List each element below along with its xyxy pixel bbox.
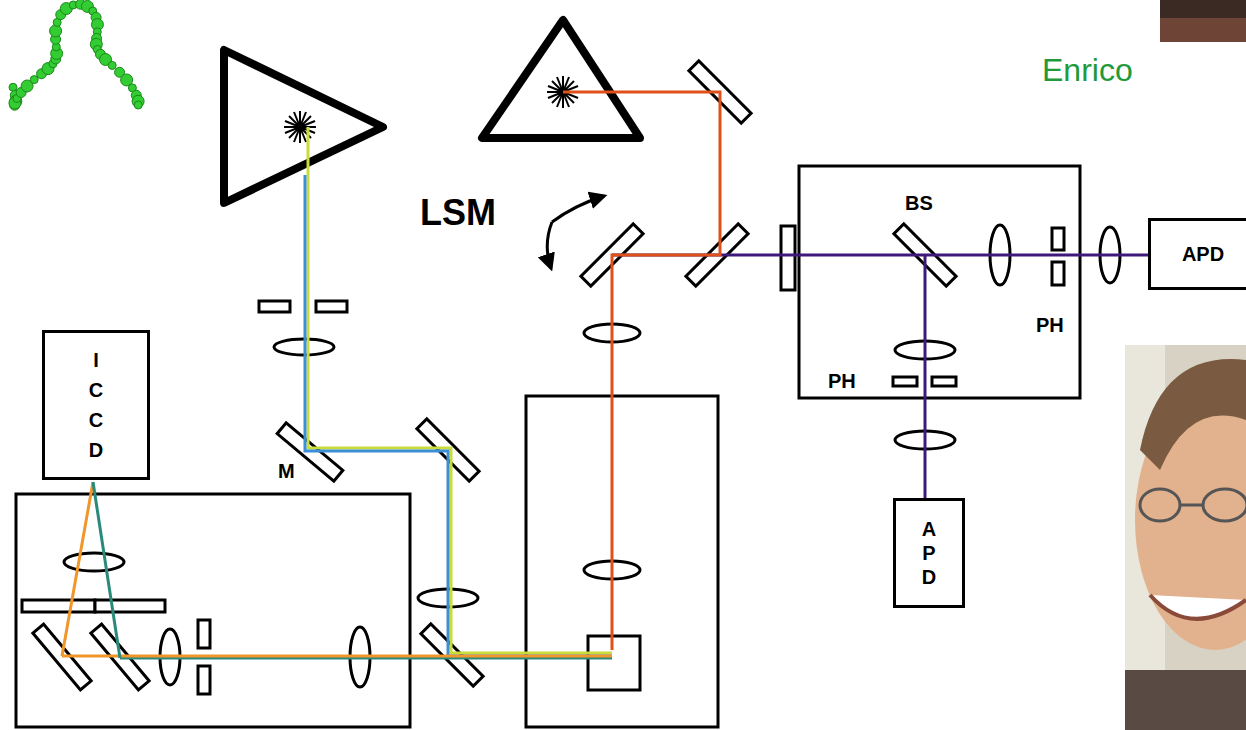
- laser-starburst: [294, 112, 306, 142]
- laser-beam: [924, 255, 927, 498]
- scan-arrow: [547, 196, 604, 268]
- laser-beam: [308, 127, 612, 653]
- laser-starburst: [294, 112, 306, 142]
- lens: [64, 225, 1120, 687]
- mirror: [33, 61, 956, 690]
- photo: [1160, 0, 1246, 42]
- laser-symbol: [482, 20, 640, 138]
- part-label: PH: [1036, 314, 1064, 337]
- pinhole: [1052, 262, 1064, 285]
- part-label: LSM: [420, 192, 496, 234]
- laser-starburst: [285, 121, 315, 133]
- filter: [95, 600, 165, 612]
- housing-box: [781, 226, 795, 290]
- helix-bead: [108, 61, 116, 69]
- scan-arrow: [552, 196, 604, 222]
- laser-starburst: [285, 121, 315, 133]
- photo: [1150, 595, 1246, 619]
- lens: [64, 553, 124, 571]
- part-label: PH: [828, 370, 856, 393]
- pinhole: [316, 301, 347, 312]
- part-label: BS: [905, 192, 933, 215]
- filter: [22, 600, 165, 612]
- pinhole: [198, 228, 1064, 694]
- laser-beam: [563, 92, 720, 650]
- helix-bead: [50, 25, 62, 37]
- camera-box: I C C D: [42, 330, 150, 480]
- photo: [1180, 504, 1203, 507]
- laser-starburst: [296, 123, 304, 131]
- photo: [1160, 0, 1246, 18]
- pinhole: [1052, 228, 1064, 250]
- laser-starburst: [284, 111, 316, 143]
- part-label: M: [278, 460, 295, 483]
- housing-box: [799, 166, 1080, 398]
- filter: [22, 600, 95, 612]
- node-text: APD: [1182, 242, 1224, 266]
- photo: [1125, 0, 1246, 730]
- person-name: Enrico: [1042, 52, 1133, 89]
- node-text: I C C D: [86, 345, 106, 465]
- laser-beam: [62, 482, 93, 656]
- laser-beam: [93, 482, 120, 658]
- laser-beam: [305, 175, 612, 656]
- laser-starburst: [284, 76, 579, 143]
- scan-arrow: [547, 222, 552, 268]
- pinhole: [893, 377, 917, 386]
- pinhole: [259, 301, 290, 312]
- helix-molecule: [9, 0, 144, 110]
- detector-box: APD: [1148, 218, 1246, 290]
- housing-box: [588, 636, 640, 690]
- photo: [1125, 670, 1246, 730]
- detector-box: A P D: [893, 498, 965, 608]
- pinhole: [932, 377, 956, 386]
- housing-box: [16, 166, 1080, 727]
- photo: [1140, 359, 1246, 470]
- laser-beam: [62, 92, 1148, 658]
- laser-symbol: [224, 20, 640, 203]
- housing-box: [16, 494, 410, 727]
- helix-bead: [134, 101, 142, 109]
- pinhole: [198, 620, 210, 648]
- photo: [1140, 489, 1180, 521]
- laser-beam: [62, 655, 612, 658]
- node-text: A P D: [919, 517, 939, 589]
- photo: [1203, 489, 1246, 521]
- housing-box: [526, 396, 718, 727]
- pinhole: [198, 666, 210, 694]
